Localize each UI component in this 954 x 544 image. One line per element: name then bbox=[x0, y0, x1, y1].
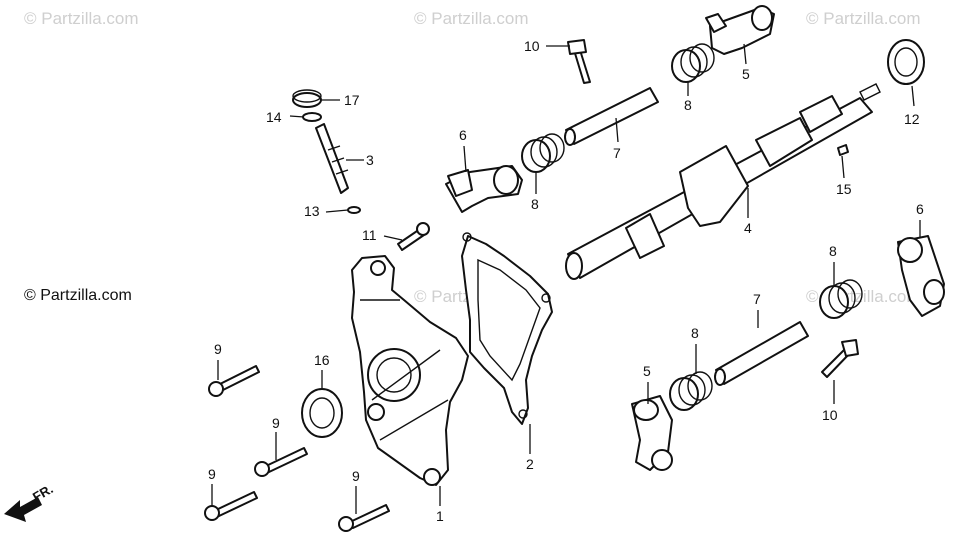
callout-label: 9 bbox=[352, 468, 360, 484]
pin-part-15 bbox=[837, 144, 849, 156]
camshaft-part-4 bbox=[565, 83, 881, 280]
leader-lines bbox=[211, 43, 921, 514]
spring-part-8 bbox=[671, 43, 715, 83]
shaft-part-3 bbox=[315, 123, 349, 194]
housing-part-1 bbox=[351, 255, 469, 486]
pin-part-13 bbox=[347, 206, 361, 214]
callout-label: 7 bbox=[753, 291, 761, 307]
callout-label: 3 bbox=[366, 152, 374, 168]
bolt-part-9 bbox=[338, 504, 390, 532]
watermark: © Partzilla.com bbox=[24, 9, 139, 28]
bolt-part-11 bbox=[397, 222, 430, 251]
washer-part-14 bbox=[302, 112, 322, 122]
arrow-icon bbox=[4, 497, 42, 522]
rod-part-7 bbox=[714, 321, 809, 386]
bolt-part-9 bbox=[254, 447, 308, 477]
callout-label: 9 bbox=[214, 341, 222, 357]
callout-label: 12 bbox=[904, 111, 920, 127]
callout-label: 9 bbox=[272, 415, 280, 431]
watermark: © Partzilla.com bbox=[414, 9, 529, 28]
callout-label: 2 bbox=[526, 456, 534, 472]
washer-part-12 bbox=[887, 39, 925, 85]
callout-label: 4 bbox=[744, 220, 752, 236]
spring-part-8 bbox=[669, 371, 713, 411]
callout-label: 5 bbox=[742, 66, 750, 82]
spring-part-8 bbox=[819, 279, 863, 319]
callout-label: 8 bbox=[829, 243, 837, 259]
callout-label: 16 bbox=[314, 352, 330, 368]
bolt-part-10 bbox=[567, 39, 591, 84]
cap-part-17 bbox=[292, 89, 322, 108]
watermark: © Partzilla.com bbox=[806, 9, 921, 28]
fork-part-5 bbox=[631, 395, 673, 471]
callout-label: 6 bbox=[459, 127, 467, 143]
gasket-part-2 bbox=[461, 232, 553, 425]
callout-labels: 1 2 3 4 5 5 6 6 7 7 8 8 8 8 9 9 9 9 10 1… bbox=[208, 38, 924, 524]
bearing-part-16 bbox=[301, 388, 343, 438]
bolt-part-9 bbox=[204, 491, 258, 521]
callout-label: 8 bbox=[691, 325, 699, 341]
callout-label: 14 bbox=[266, 109, 282, 125]
fork-part-6 bbox=[897, 235, 945, 317]
callout-label: 1 bbox=[436, 508, 444, 524]
callout-label: 15 bbox=[836, 181, 852, 197]
callout-label: 8 bbox=[684, 97, 692, 113]
bolt-part-10 bbox=[821, 339, 859, 378]
fork-part-5 bbox=[705, 5, 775, 55]
rod-part-7 bbox=[564, 87, 659, 146]
callout-label: 11 bbox=[362, 227, 377, 243]
callout-label: 10 bbox=[524, 38, 540, 54]
copyright-notice: © Partzilla.com bbox=[24, 287, 132, 304]
bolt-part-9 bbox=[208, 365, 260, 397]
callout-label: 5 bbox=[643, 363, 651, 379]
callout-label: 13 bbox=[304, 203, 320, 219]
callout-label: 8 bbox=[531, 196, 539, 212]
callout-label: 9 bbox=[208, 466, 216, 482]
callout-label: 17 bbox=[344, 92, 360, 108]
callout-label: 7 bbox=[613, 145, 621, 161]
callout-label: 6 bbox=[916, 201, 924, 217]
callout-label: 10 bbox=[822, 407, 838, 423]
spring-part-8 bbox=[521, 133, 565, 173]
fork-part-6 bbox=[445, 165, 523, 213]
front-direction-marker: FR. bbox=[4, 481, 56, 522]
